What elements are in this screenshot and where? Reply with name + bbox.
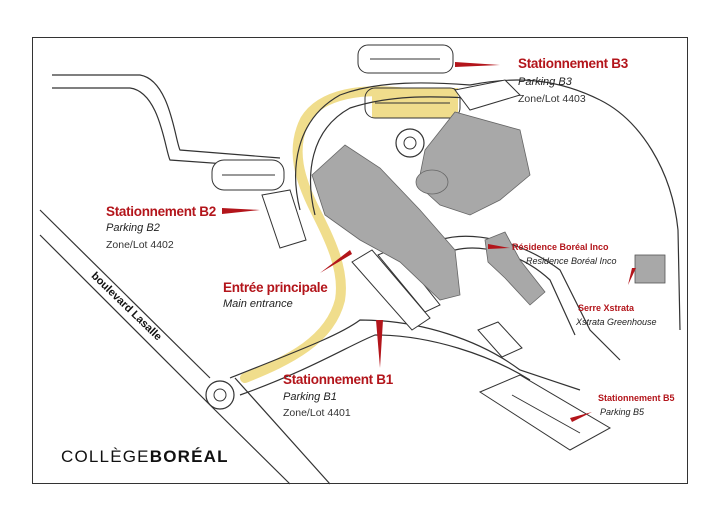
label-b5-en: Parking B5 [600, 407, 645, 417]
label-main-fr: Entrée principale [223, 280, 328, 295]
label-b3-zone: Zone/Lot 4403 [518, 93, 586, 105]
roundabout-south [205, 380, 235, 410]
label-b2-fr: Stationnement B2 [106, 204, 216, 219]
label-b3-en: Parking B3 [518, 76, 572, 88]
parking-b2 [211, 159, 307, 249]
boulevard-lasalle [39, 209, 331, 485]
main-route-highlight [240, 86, 425, 383]
label-b5-fr: Stationnement B5 [598, 393, 675, 403]
greenhouse [634, 254, 666, 284]
label-main-en: Main entrance [223, 298, 293, 310]
logo-part-2: BORÉAL [149, 447, 229, 466]
main-buildings [311, 111, 531, 301]
pointers [222, 62, 636, 422]
label-b2-zone: Zone/Lot 4402 [106, 239, 174, 251]
label-b3-fr: Stationnement B3 [518, 56, 628, 71]
label-b1-zone: Zone/Lot 4401 [283, 407, 351, 419]
label-serre-fr: Serre Xstrata [578, 303, 635, 313]
parking-b3 [357, 44, 521, 119]
label-b1-fr: Stationnement B1 [283, 372, 393, 387]
roundabout-north [395, 128, 425, 158]
parking-b1 [351, 247, 441, 331]
residence-inco [484, 231, 546, 306]
parking-b5 [478, 374, 612, 451]
lot-small [477, 321, 523, 358]
label-b1-en: Parking B1 [283, 391, 337, 403]
label-serre-en: Xstrata Greenhouse [576, 317, 657, 327]
label-inco-en: Residence Boréal Inco [526, 256, 617, 266]
label-inco-fr: Résidence Boréal Inco [512, 242, 609, 252]
logo-part-1: COLLÈGE [61, 447, 150, 466]
college-boreal-logo: COLLÈGEBORÉAL [61, 447, 229, 467]
label-b2-en: Parking B2 [106, 222, 160, 234]
